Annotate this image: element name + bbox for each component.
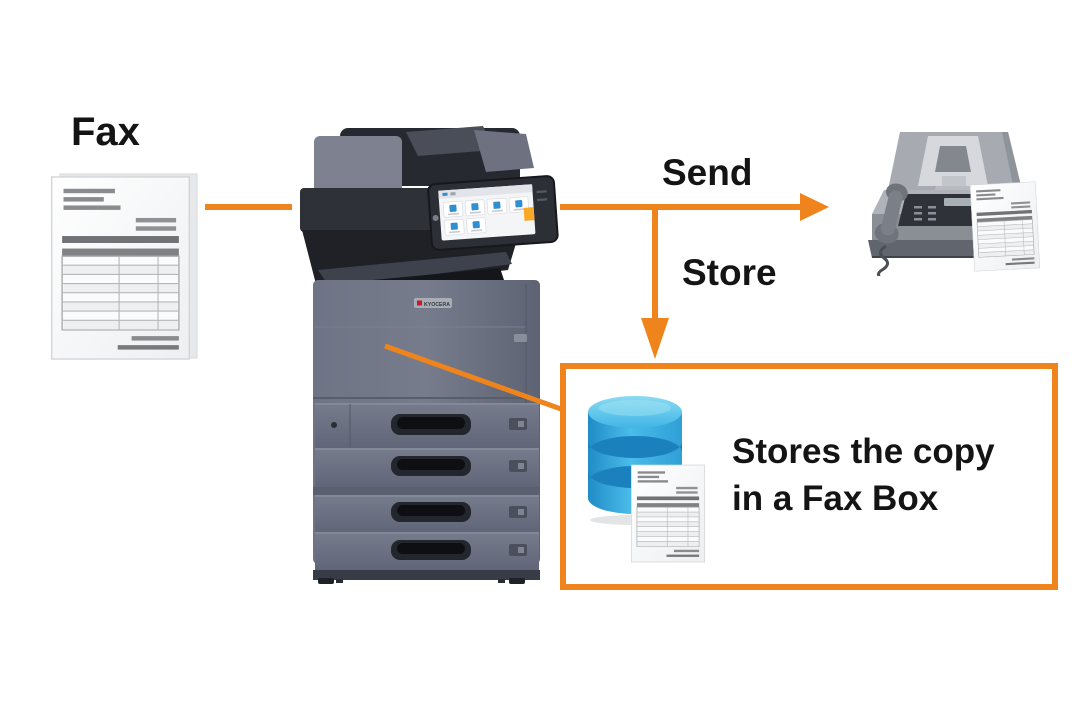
fax-handset [874, 183, 908, 244]
fax-paper-holder [888, 132, 1022, 194]
printer-adf [300, 126, 534, 232]
printer-brand-badge: KYOCERA [414, 298, 452, 308]
fax-label: Fax [71, 110, 140, 154]
printer-paper-tray-2 [315, 448, 539, 487]
fax-box-caption: Stores the copy in a Fax Box [732, 428, 995, 522]
printer-paper-tray-4 [315, 532, 539, 570]
mfp-printer-icon: KYOCERA [300, 126, 559, 584]
fax-box-caption-line1: Stores the copy [732, 432, 995, 471]
printer-paper-tray-1 [315, 403, 539, 448]
store-label: Store [682, 252, 777, 293]
fax-document-icon [51, 173, 198, 360]
received-document-icon [969, 181, 1041, 272]
send-arrow-icon [560, 193, 829, 221]
printer-paper-tray-3 [315, 495, 539, 532]
svg-text:KYOCERA: KYOCERA [424, 302, 450, 308]
fax-box-caption-line2: in a Fax Box [732, 479, 939, 518]
printer-cabinet-seam [313, 487, 540, 495]
database-icon [588, 396, 682, 525]
send-label: Send [662, 152, 753, 193]
store-arrow-icon [641, 204, 669, 359]
printer-control-panel [427, 175, 559, 251]
printer-base [313, 570, 540, 584]
printer-side-latch [514, 334, 527, 342]
brand-logo-mark [417, 300, 422, 306]
touchscreen-orange-button [523, 207, 535, 221]
fax-handset-cord [877, 244, 889, 276]
stored-document-icon [631, 464, 705, 563]
